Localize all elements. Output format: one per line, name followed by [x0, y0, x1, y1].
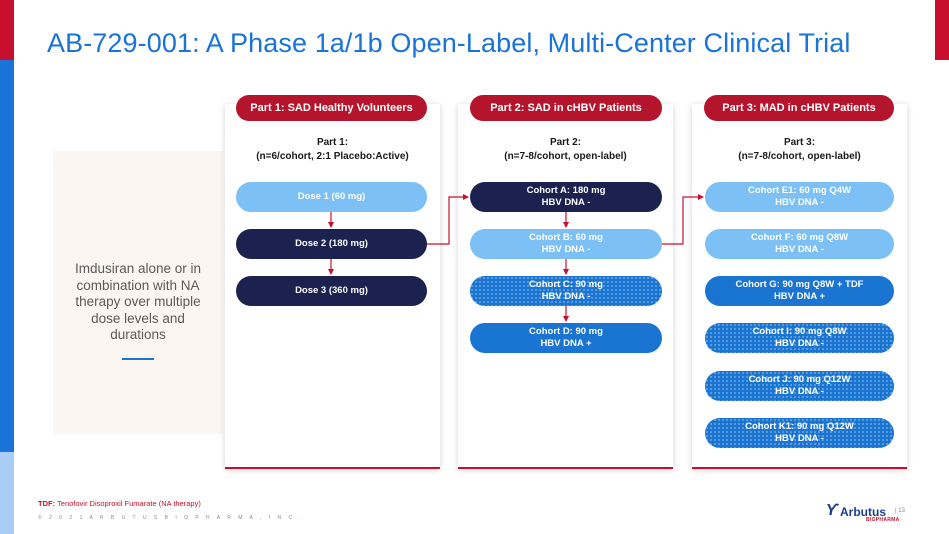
node-line: HBV DNA -	[775, 244, 824, 255]
dose-2-node: Dose 2 (180 mg)	[236, 229, 427, 259]
footnote-key: TDF:	[38, 499, 56, 508]
node-line: HBV DNA -	[541, 291, 591, 302]
cohort-c-node: Cohort C: 90 mg HBV DNA -	[470, 276, 662, 306]
part-1-label: Part 1: (n=6/cohort, 2:1 Placebo:Active)	[225, 136, 440, 164]
node-line: HBV DNA +	[540, 338, 592, 349]
copyright: © 2 0 2 1 A R B U T U S B I O P H A R M …	[38, 515, 304, 521]
side-text-line: dose levels and	[91, 310, 185, 326]
side-text-line: Imdusiran alone or in	[74, 261, 202, 276]
left-stripe-blue	[0, 60, 14, 452]
side-text-line: combination with NA	[76, 277, 200, 293]
footnote: TDF: Tenofovir Disoproxil Fumarate (NA t…	[38, 499, 201, 508]
part-2-header: Part 2: SAD in cHBV Patients	[470, 95, 662, 121]
logo-sub: BIOPHARMA	[866, 517, 900, 523]
cohort-k1-node: Cohort K1: 90 mg Q12W HBV DNA -	[705, 418, 894, 448]
node-line: HBV DNA -	[541, 244, 591, 255]
dose-1-node: Dose 1 (60 mg)	[236, 182, 427, 212]
node-line: Cohort F: 60 mg Q8W	[750, 232, 849, 243]
cohort-a-node: Cohort A: 180 mg HBV DNA -	[470, 182, 662, 212]
cohort-j-node: Cohort J: 90 mg Q12W HBV DNA -	[705, 371, 894, 401]
cohort-g-node: Cohort G: 90 mg Q8W + TDF HBV DNA +	[705, 276, 894, 306]
node-line: Dose 1 (60 mg)	[297, 191, 366, 202]
part-label-line: (n=7-8/cohort, open-label)	[504, 151, 627, 162]
part-2-label: Part 2: (n=7-8/cohort, open-label)	[458, 136, 673, 164]
slide-title: AB-729-001: A Phase 1a/1b Open-Label, Mu…	[47, 28, 851, 58]
part-3-header: Part 3: MAD in cHBV Patients	[704, 95, 894, 121]
node-line: Cohort E1: 60 mg Q4W	[748, 185, 851, 196]
node-line: HBV DNA -	[775, 433, 824, 444]
cohort-i-node: Cohort I: 90 mg Q8W HBV DNA -	[705, 323, 894, 353]
node-line: HBV DNA -	[775, 386, 824, 397]
logo-word: Arbutus	[840, 505, 886, 519]
cohort-d-node: Cohort D: 90 mg HBV DNA +	[470, 323, 662, 353]
page-number: | 13	[895, 508, 905, 514]
part-3-label: Part 3: (n=7-8/cohort, open-label)	[692, 136, 907, 164]
cohort-b-node: Cohort B: 60 mg HBV DNA -	[470, 229, 662, 259]
node-line: HBV DNA -	[541, 197, 591, 208]
side-text-line: durations	[110, 327, 166, 342]
node-line: Dose 3 (360 mg)	[295, 285, 368, 296]
node-line: Cohort A: 180 mg	[526, 185, 606, 196]
node-line: HBV DNA -	[775, 197, 824, 208]
node-line: Cohort D: 90 mg	[529, 326, 603, 337]
node-line: Cohort J: 90 mg Q12W	[748, 374, 851, 385]
part-label-line: (n=7-8/cohort, open-label)	[738, 151, 861, 162]
part-label-line: Part 3:	[783, 137, 816, 148]
corner-accent	[935, 0, 949, 60]
node-line: Dose 2 (180 mg)	[295, 238, 368, 249]
part-label-line: (n=6/cohort, 2:1 Placebo:Active)	[256, 151, 409, 162]
node-line: HBV DNA +	[773, 291, 826, 302]
part-1-header: Part 1: SAD Healthy Volunteers	[236, 95, 427, 121]
node-line: Cohort G: 90 mg Q8W + TDF	[735, 279, 864, 290]
side-panel-rule	[122, 358, 154, 360]
arbutus-logo: ϒ Arbutus BIOPHARMA	[826, 502, 899, 524]
side-text-line: therapy over multiple	[75, 294, 201, 309]
side-panel: Imdusiran alone or in combination with N…	[53, 151, 223, 434]
left-stripe-red	[0, 0, 14, 60]
footnote-text: Tenofovir Disoproxil Fumarate (NA therap…	[57, 499, 201, 508]
logo-mark-icon: ϒ	[826, 502, 838, 519]
node-line: Cohort K1: 90 mg Q12W	[745, 421, 854, 432]
node-line: Cohort C: 90 mg	[529, 279, 603, 290]
part-label-line: Part 1:	[316, 137, 349, 148]
node-line: Cohort B: 60 mg	[529, 232, 603, 243]
left-stripe-light	[0, 452, 14, 534]
node-line: Cohort I: 90 mg Q8W	[752, 326, 847, 337]
part-label-line: Part 2:	[549, 137, 582, 148]
cohort-f-node: Cohort F: 60 mg Q8W HBV DNA -	[705, 229, 894, 259]
node-line: HBV DNA -	[775, 338, 824, 349]
dose-3-node: Dose 3 (360 mg)	[236, 276, 427, 306]
side-panel-text: Imdusiran alone or in combination with N…	[53, 261, 223, 344]
cohort-e1-node: Cohort E1: 60 mg Q4W HBV DNA -	[705, 182, 894, 212]
